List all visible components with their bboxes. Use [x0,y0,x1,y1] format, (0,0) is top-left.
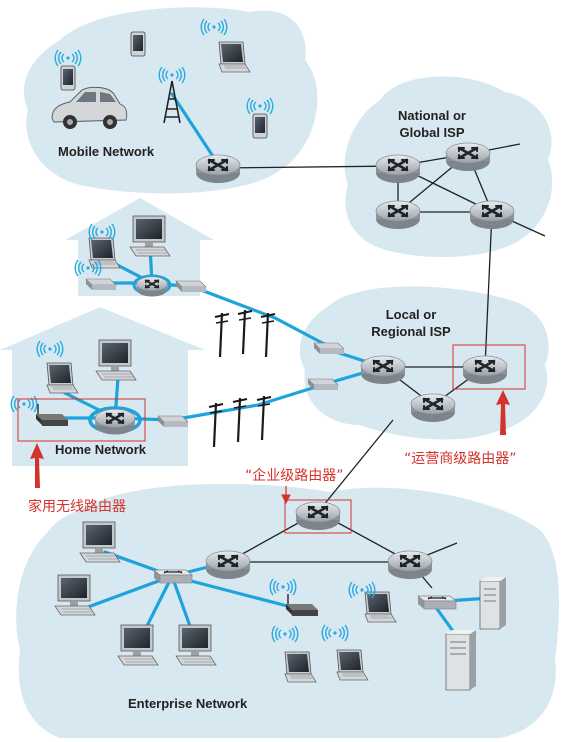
carrier-router-annotation: “运营商级路由器” [404,451,517,467]
home-wireless-router-annotation: 家用无线路由器 [28,499,126,515]
mobile-network-cloud [23,7,318,194]
cell-tower-icon [158,66,186,124]
modem-icon [175,280,207,293]
arrow-down-icon [281,486,291,505]
enterprise-router-annotation: “企业级路由器” [245,468,344,484]
mobile-network-label: Mobile Network [58,144,155,159]
carrier-router-highlight [452,344,526,390]
enterprise-router-highlight [284,499,352,534]
house-lower [0,307,205,466]
router-icon [386,549,434,581]
router-icon [374,199,422,231]
global-isp-label-line1: National or [398,108,466,123]
enterprise-network-label: Enterprise Network [128,696,248,711]
router-icon [468,199,516,231]
router-icon [204,549,252,581]
modem-icon [313,342,345,355]
home-router-highlight [17,398,146,442]
home-network-label: Home Network [55,442,147,457]
switch-icon [153,569,193,584]
router-icon [374,153,422,185]
global-isp-label: National or Global ISP [392,107,472,141]
server-icon [479,577,506,630]
desktop-icon [54,574,96,616]
regional-isp-label-line2: Regional ISP [371,324,451,339]
desktop-icon [95,339,137,381]
wireless-router-icon [286,594,318,616]
desktop-icon [117,624,159,666]
router-icon [194,153,242,185]
enterprise-network-cloud [16,483,560,738]
home-wireless-router [88,406,142,436]
router-icon [294,500,342,532]
modem-icon [157,415,189,428]
router-icon [444,141,492,173]
router-icon [409,392,457,424]
modem-icon [307,378,339,391]
router-icon [359,354,407,386]
phone-icon [130,31,146,57]
regional-isp-label-line1: Local or [385,307,437,322]
car-icon [51,86,128,129]
switch-icon [417,595,457,610]
desktop-icon [129,215,171,257]
arrow-up-icon [496,390,510,435]
arrow-up-icon [30,443,44,488]
desktop-icon [79,521,121,563]
regional-isp-label: Local or Regional ISP [370,306,452,340]
router-icon [461,354,509,386]
server-icon [445,630,476,691]
desktop-icon [175,624,217,666]
global-isp-label-line2: Global ISP [399,125,465,140]
wireless-router-icon [36,404,68,426]
home-router-upper [132,274,172,298]
utility-pole-icon [207,308,277,449]
modem-icon [85,278,117,291]
